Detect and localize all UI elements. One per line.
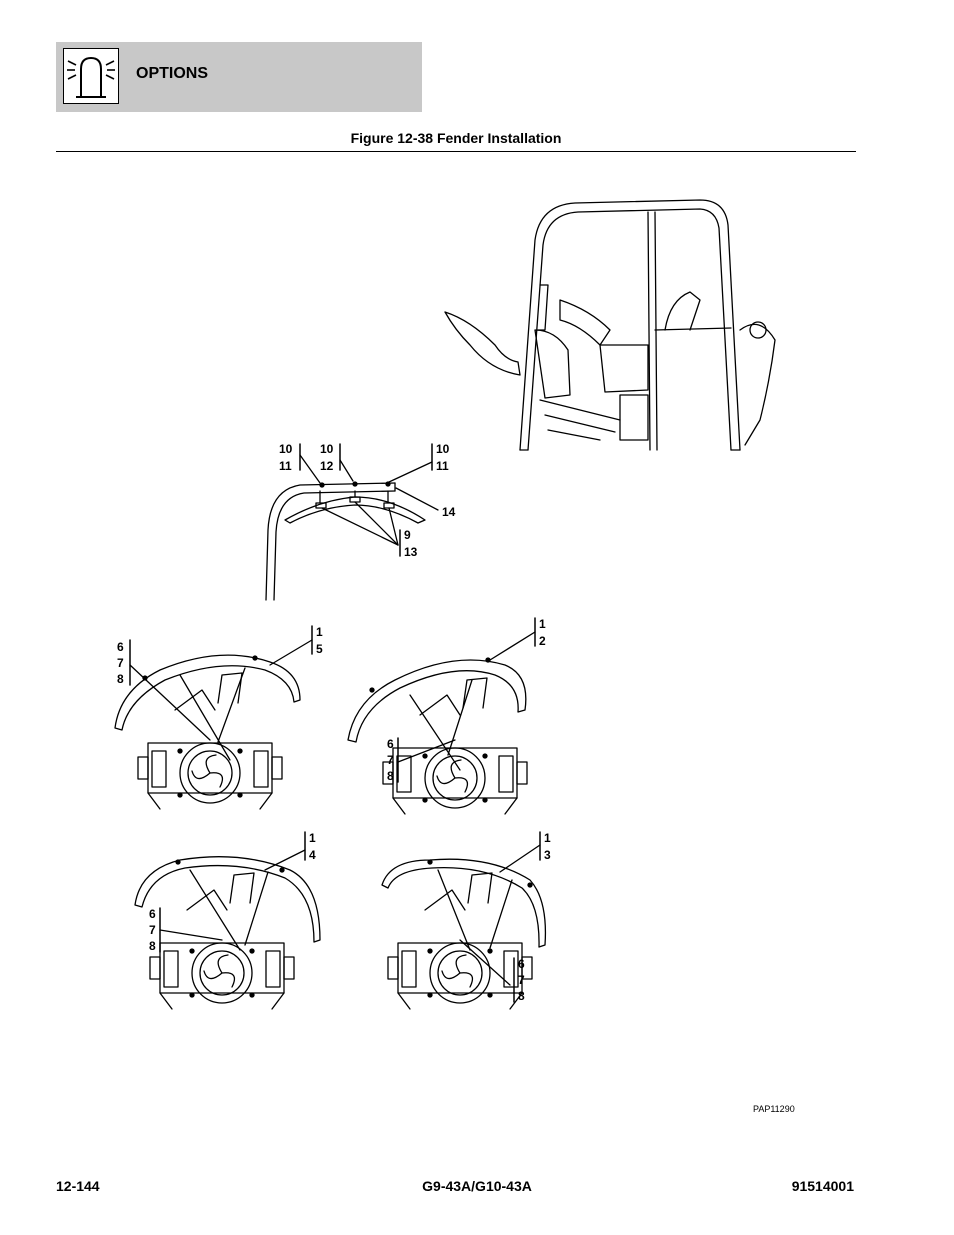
title-rule xyxy=(56,151,856,152)
figure-title: Figure 12-38 Fender Installation xyxy=(350,130,562,146)
rear-right-fender-illustration xyxy=(381,844,547,1010)
callout-label: 12 xyxy=(320,459,334,473)
callout-label: 3 xyxy=(544,848,551,862)
callout-label: 8 xyxy=(518,989,525,1003)
callout-label: 14 xyxy=(442,505,456,519)
callout-label: 1 xyxy=(539,617,546,631)
front-left-fender-illustration xyxy=(114,639,313,810)
callout-label: 1 xyxy=(316,625,323,639)
callout-label: 8 xyxy=(387,769,394,783)
callout-label: 10 xyxy=(436,442,450,456)
callout-label: 1 xyxy=(309,831,316,845)
page-number: 12-144 xyxy=(56,1178,100,1194)
callout-label: 7 xyxy=(117,656,124,670)
callout-label: 4 xyxy=(309,848,316,862)
callout-label: 6 xyxy=(387,737,394,751)
art-code: PAP11290 xyxy=(753,1104,795,1114)
callout-label: 8 xyxy=(149,939,156,953)
rear-left-fender-illustration xyxy=(134,849,321,1010)
callout-label: 1 xyxy=(544,831,551,845)
callout-label: 7 xyxy=(518,973,525,987)
callout-label: 9 xyxy=(404,528,411,542)
callout-label: 6 xyxy=(518,957,525,971)
callout-label: 11 xyxy=(279,459,292,473)
cab-illustration xyxy=(444,199,776,451)
callout-label: 7 xyxy=(149,923,156,937)
callout-label: 5 xyxy=(316,642,323,656)
rail-detail-illustration xyxy=(265,454,439,601)
model-number: G9-43A/G10-43A xyxy=(422,1178,532,1194)
callout-label: 10 xyxy=(279,442,293,456)
callout-label: 11 xyxy=(436,459,449,473)
callout-label: 13 xyxy=(404,545,418,559)
callout-label: 2 xyxy=(539,634,546,648)
callout-label: 8 xyxy=(117,672,124,686)
document-number: 91514001 xyxy=(791,1178,854,1194)
front-right-fender-illustration xyxy=(347,631,536,815)
callout-label: 6 xyxy=(117,640,124,654)
section-title: OPTIONS xyxy=(136,65,209,82)
callout-label: 10 xyxy=(320,442,334,456)
beacon-light-icon xyxy=(63,48,119,104)
callout-label: 6 xyxy=(149,907,156,921)
callout-label: 7 xyxy=(387,753,394,767)
